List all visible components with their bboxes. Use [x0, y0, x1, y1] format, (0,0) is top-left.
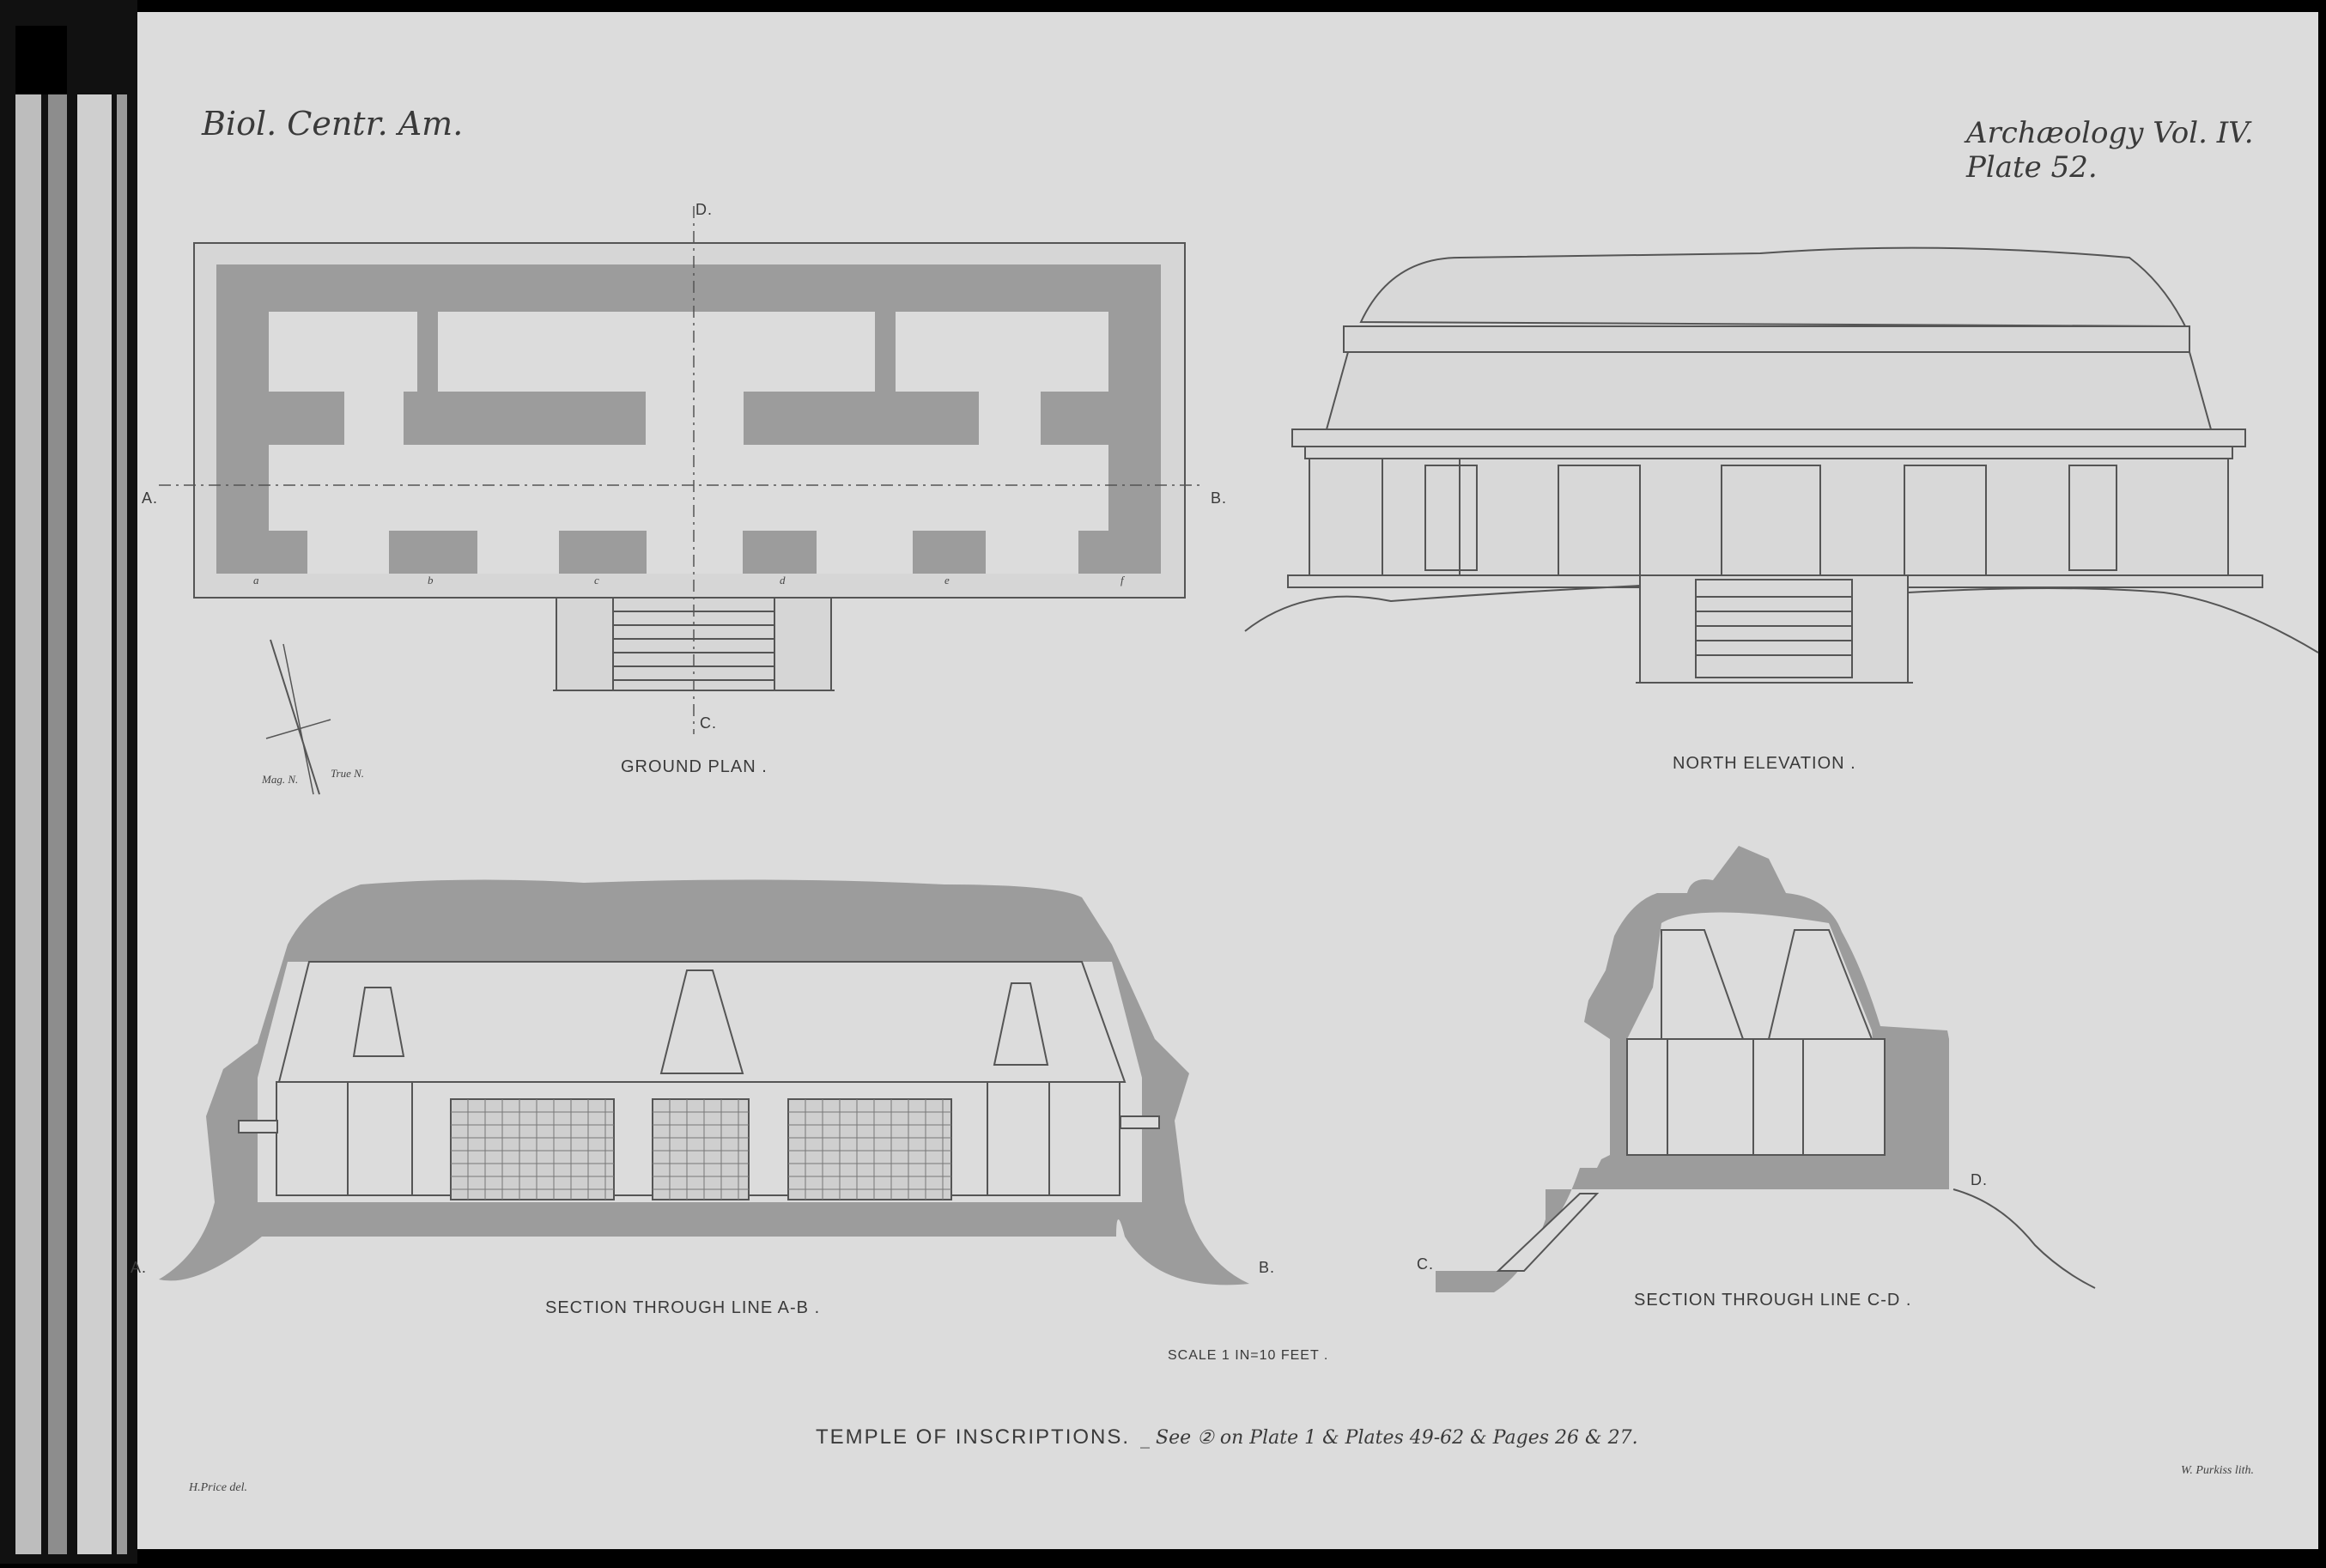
compass-true-label: True N.: [331, 767, 365, 780]
compass-mag-label: Mag. N.: [262, 773, 299, 786]
plan-line-d-label: D.: [695, 201, 713, 218]
plan-line-a-label: A.: [142, 489, 159, 507]
ground-plan-title: GROUND PLAN .: [621, 757, 768, 776]
binding-corner: [15, 26, 67, 94]
pillar-label-e: e: [944, 574, 950, 586]
plate-title-ref: _ See ② on Plate 1 & Plates 49-62 & Page…: [1140, 1427, 1638, 1449]
pillar-label-f: f: [1120, 574, 1124, 586]
plan-line-b-label: B.: [1211, 489, 1228, 507]
binding-highlight: [15, 26, 41, 1554]
section-ab-title: SECTION THROUGH LINE A-B .: [545, 1298, 821, 1317]
credit-left: H.Price del.: [189, 1481, 248, 1494]
north-elevation-drawing: [1244, 246, 2319, 684]
section-cd-left-label: C.: [1417, 1255, 1434, 1273]
credit-right: W. Purkiss lith.: [2181, 1464, 2255, 1477]
plate-title: TEMPLE OF INSCRIPTIONS. _ See ② on Plate…: [816, 1425, 1638, 1449]
ground-plan-drawing: [159, 206, 1202, 795]
section-ab-right-label: B.: [1259, 1259, 1276, 1276]
binding-shadow: [48, 26, 67, 1554]
binding-edge-inner: [117, 94, 127, 1554]
binding-edge: [77, 94, 112, 1554]
plate-title-main: TEMPLE OF INSCRIPTIONS.: [816, 1425, 1131, 1449]
header-left: Biol. Centr. Am.: [202, 105, 464, 143]
section-ab-left-label: A.: [131, 1259, 148, 1276]
section-cd-right-label: D.: [1971, 1171, 1988, 1188]
section-ab-drawing: [159, 879, 1249, 1285]
pillar-label-d: d: [780, 574, 786, 586]
plan-line-c-label: C.: [700, 714, 717, 732]
pillar-label-b: b: [428, 574, 434, 586]
north-elevation-title: NORTH ELEVATION .: [1673, 754, 1856, 773]
door-grids: [451, 1099, 951, 1200]
section-cd-drawing: [1436, 846, 2096, 1292]
scale-label: SCALE 1 IN=10 FEET .: [1168, 1348, 1329, 1363]
pillar-label-c: c: [594, 574, 599, 586]
header-right: Archæology Vol. IV. Plate 52.: [1966, 116, 2254, 185]
section-cd-title: SECTION THROUGH LINE C-D .: [1634, 1291, 1912, 1310]
pillar-label-a: a: [253, 574, 259, 586]
